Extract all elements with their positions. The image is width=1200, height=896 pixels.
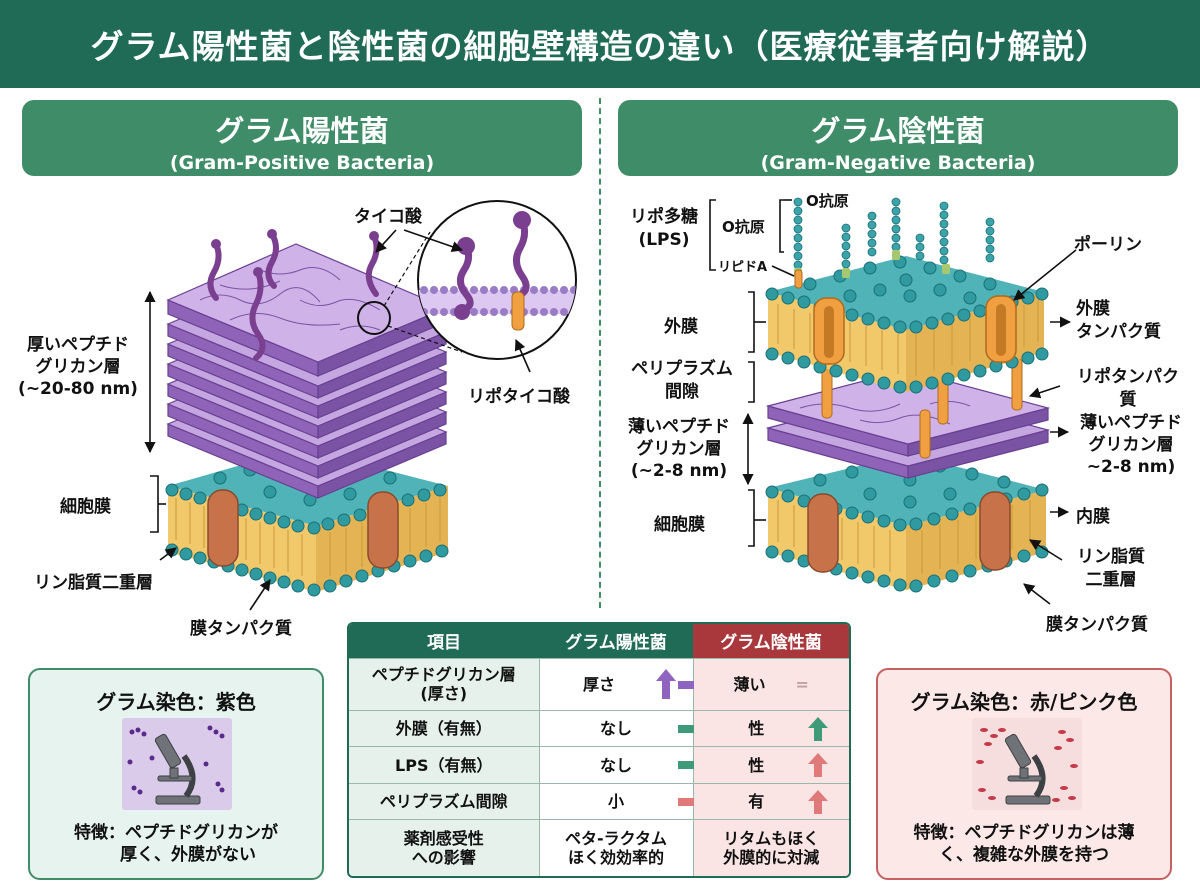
table-cell-item: 薬剤感受性への影響 bbox=[349, 819, 540, 876]
title-bar bbox=[0, 0, 1200, 88]
micrograph-positive bbox=[122, 718, 232, 810]
table-row: 外膜（有無） なし 性 bbox=[349, 710, 849, 747]
label-neg-phospholipid-bilayer: リン脂質 二重層 bbox=[1077, 547, 1145, 590]
table-row: ペリプラズム間隙 小 有 bbox=[349, 782, 849, 820]
label-lps: リポ多糖 (LPS) bbox=[630, 207, 698, 250]
arrow-up-icon bbox=[807, 789, 828, 814]
negative-panel-header: グラム陰性菌 (Gram-Negative Bacteria) bbox=[618, 100, 1178, 176]
table-header-positive: グラム陽性菌 bbox=[539, 624, 693, 659]
stain-positive-feature: 特徴：ペプチドグリカンが 厚く、外膜がない bbox=[74, 823, 278, 866]
label-pos-phospholipid-bilayer: リン脂質二重層 bbox=[34, 573, 153, 593]
table-cell-negative: 性 bbox=[693, 710, 849, 747]
table-cell-negative: 有 bbox=[693, 782, 849, 820]
table-cell-positive: なし bbox=[539, 710, 738, 747]
table-cell-positive: ペタ-ラクタムほく効効率的 bbox=[539, 819, 694, 876]
label-thin-peptidoglycan-left: 薄いペプチド グリカン層 (~2-8 nm) bbox=[628, 417, 730, 482]
microscope-icon bbox=[154, 733, 201, 805]
label-lipid-a: リピドA bbox=[718, 260, 768, 275]
stain-negative-title: グラム染色：赤/ピンク色 bbox=[910, 690, 1138, 714]
label-pos-membrane-protein: 膜タンパク質 bbox=[190, 619, 292, 639]
positive-subtitle: (Gram-Positive Bacteria) bbox=[169, 152, 435, 174]
negative-subtitle: (Gram-Negative Bacteria) bbox=[760, 152, 1036, 174]
comparison-table: 項目 グラム陽性菌 グラム陰性菌 ペプチドグリカン層(厚さ) 厚さ 薄い= 外膜… bbox=[347, 622, 851, 878]
arrow-up-icon bbox=[655, 668, 676, 699]
negative-outer-membrane bbox=[765, 255, 1049, 394]
label-arrows bbox=[144, 199, 1077, 611]
table-header-negative: グラム陰性菌 bbox=[693, 624, 849, 659]
table-row: LPS（有無） なし 性 bbox=[349, 746, 849, 784]
table-header-row: 項目 グラム陽性菌 グラム陰性菌 bbox=[349, 624, 849, 659]
table-cell-item: LPS（有無） bbox=[349, 746, 540, 784]
label-porin: ポーリン bbox=[1074, 235, 1142, 255]
zoom-callout bbox=[357, 200, 577, 360]
label-neg-membrane-protein: 膜タンパク質 bbox=[1046, 615, 1148, 635]
negative-title: グラム陰性菌 bbox=[811, 114, 985, 148]
stain-box-negative: グラム染色：赤/ピンク色 特徴：ペプチドグリカンは薄 く、複雑な外膜を持つ bbox=[876, 668, 1172, 880]
micrograph-negative bbox=[972, 718, 1082, 810]
table-row: 薬剤感受性への影響 ペタ-ラクタムほく効効率的 リタムもほく外膜的に対減 bbox=[349, 819, 849, 876]
label-neg-cell-membrane: 細胞膜 bbox=[654, 515, 705, 535]
negative-inner-membrane bbox=[765, 451, 1049, 593]
table-cell-positive: 厚さ bbox=[539, 657, 738, 711]
panel-divider bbox=[599, 98, 601, 608]
label-lipoteichoic-acid: リポタイコ酸 bbox=[468, 387, 570, 407]
page-title: グラム陽性菌と陰性菌の細胞壁構造の違い（医療従事者向け解説） bbox=[90, 27, 1110, 66]
negative-thin-peptidoglycan bbox=[765, 369, 1051, 479]
positive-peptidoglycan-stack bbox=[166, 243, 448, 499]
table-header-item: 項目 bbox=[349, 624, 539, 659]
positive-title: グラム陽性菌 bbox=[215, 114, 389, 148]
table-cell-positive: なし bbox=[539, 746, 738, 784]
label-periplasm: ペリプラズム 間隙 bbox=[631, 359, 733, 402]
stain-positive-title: グラム染色：紫色 bbox=[96, 690, 256, 714]
table-cell-negative: 性 bbox=[693, 746, 849, 784]
label-o-antigen-top: O抗原 bbox=[806, 192, 849, 210]
arrow-up-icon bbox=[807, 753, 828, 778]
lipid-a-anchor bbox=[794, 269, 803, 289]
table-cell-item: ペリプラズム間隙 bbox=[349, 782, 540, 820]
label-outer-membrane: 外膜 bbox=[664, 317, 698, 337]
table-cell-positive: 小 bbox=[539, 782, 738, 820]
label-pos-cell-membrane: 細胞膜 bbox=[60, 497, 111, 517]
label-o-antigen: O抗原 bbox=[722, 218, 765, 236]
microscope-icon bbox=[1004, 733, 1051, 805]
stain-negative-feature: 特徴：ペプチドグリカンは薄 く、複雑な外膜を持つ bbox=[913, 823, 1135, 866]
stain-box-positive: グラム染色：紫色 特徴：ペプチドグリカンが 厚く、外膜がない bbox=[28, 668, 324, 880]
table-cell-negative: リタムもほく外膜的に対減 bbox=[693, 819, 849, 876]
label-thick-peptidoglycan: 厚いペプチド グリカン層 (~20-80 nm) bbox=[18, 335, 138, 400]
table-cell-item: 外膜（有無） bbox=[349, 710, 540, 747]
label-teichoic-acid: タイコ酸 bbox=[354, 207, 422, 227]
label-outer-membrane-protein: 外膜 タンパク質 bbox=[1076, 299, 1161, 342]
positive-panel-header: グラム陽性菌 (Gram-Positive Bacteria) bbox=[22, 100, 582, 176]
arrow-up-icon bbox=[807, 717, 828, 742]
table-row: ペプチドグリカン層(厚さ) 厚さ 薄い= bbox=[349, 657, 849, 711]
table-cell-negative: 薄い= bbox=[693, 657, 849, 711]
label-lipoprotein: リポタンパク 質 bbox=[1077, 367, 1179, 410]
label-thin-peptidoglycan-right: 薄いペプチド グリカン層 ~2-8 nm) bbox=[1080, 413, 1182, 478]
label-inner-membrane: 内膜 bbox=[1076, 507, 1110, 527]
table-cell-item: ペプチドグリカン層(厚さ) bbox=[349, 657, 540, 711]
